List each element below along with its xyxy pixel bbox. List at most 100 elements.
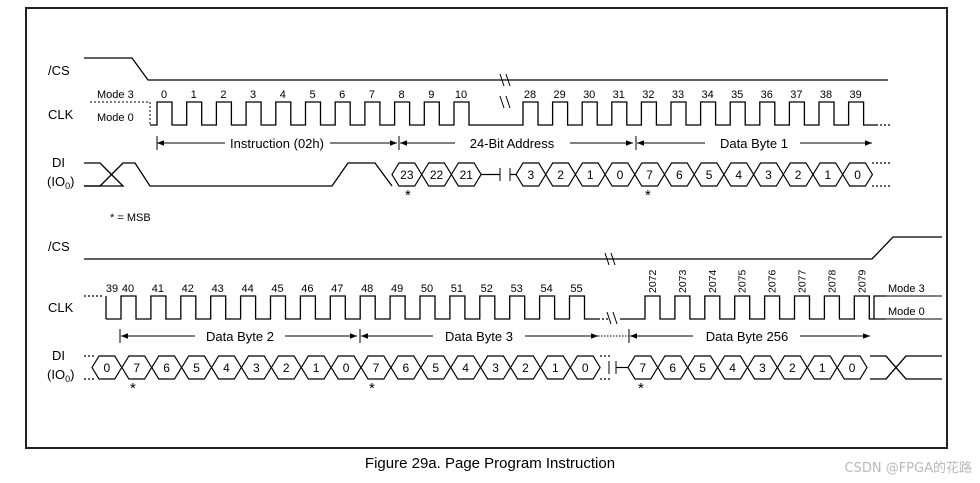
di-bottom-bit-value: 0 xyxy=(104,361,111,375)
clk-number: 31 xyxy=(613,89,625,101)
clk-number: 5 xyxy=(309,89,315,101)
span-label-data-byte-2: Data Byte 2 xyxy=(206,329,274,344)
clk-number: 2 xyxy=(220,89,226,101)
clk-number: 40 xyxy=(122,283,134,295)
msb-star-bottom-2: * xyxy=(369,380,375,397)
di-top-bit-value: 7 xyxy=(646,168,653,182)
clk-label-bottom: CLK xyxy=(48,300,74,315)
di-top-bit-value: 3 xyxy=(528,168,535,182)
di-bottom-bit-value: 2 xyxy=(789,361,796,375)
clk-number: 36 xyxy=(761,89,773,101)
clk-number: 8 xyxy=(399,89,405,101)
cs-waveform-top xyxy=(84,57,888,81)
span-data-byte-256: Data Byte 256 xyxy=(628,329,870,344)
span-label-data-byte-1: Data Byte 1 xyxy=(720,136,788,151)
di-top-bit-value: 5 xyxy=(706,168,713,182)
clk-label-top: CLK xyxy=(48,107,74,122)
span-data-byte-1: Data Byte 1 xyxy=(635,136,872,151)
di-bottom-bit-value: 3 xyxy=(759,361,766,375)
di-bottom-bit-value: 0 xyxy=(343,361,350,375)
clk-number: 6 xyxy=(339,89,345,101)
di-bottom-end xyxy=(870,355,942,380)
span-data-byte-2: Data Byte 2 xyxy=(119,329,357,344)
clk-number: 39 xyxy=(106,283,118,295)
clk-number: 1 xyxy=(191,89,197,101)
di-label-bottom: DI xyxy=(52,348,65,363)
di-bottom-bit-value: 6 xyxy=(403,361,410,375)
di-top-bit-value: 4 xyxy=(735,168,742,182)
di-bottom-bit-value: 3 xyxy=(492,361,499,375)
clk-number: 43 xyxy=(212,283,224,295)
di-top-bit-value: 3 xyxy=(765,168,772,182)
di-top-bit-value: 1 xyxy=(587,168,594,182)
di-top-bit-value: 1 xyxy=(825,168,832,182)
clk-number: 44 xyxy=(241,283,253,295)
di-top-bit-value: 0 xyxy=(854,168,861,182)
clk-number: 39 xyxy=(849,89,861,101)
di-bottom-bit-value: 4 xyxy=(462,361,469,375)
clk-number: 48 xyxy=(361,283,373,295)
clk-waveform-bottom xyxy=(84,295,942,325)
di-bottom-bit-value: 5 xyxy=(432,361,439,375)
msb-legend: * = MSB xyxy=(110,212,151,224)
clk-number: 29 xyxy=(553,89,565,101)
clk-number-rotated: 2072 xyxy=(647,269,659,293)
clk-number-rotated: 2078 xyxy=(826,269,838,293)
clk-number-rotated: 2076 xyxy=(767,269,779,293)
clk-number-rotated: 2074 xyxy=(707,269,719,293)
msb-star-bottom-3: * xyxy=(638,380,644,397)
cs-label-top: /CS xyxy=(48,63,70,78)
msb-star-bottom-1: * xyxy=(130,380,136,397)
mode3-dashed-top xyxy=(90,101,151,125)
diagram-frame xyxy=(25,7,948,449)
mode3-label-bottom: Mode 3 xyxy=(888,283,925,295)
clk-number: 7 xyxy=(369,89,375,101)
clk-number: 30 xyxy=(583,89,595,101)
di-top-bit-value: 2 xyxy=(795,168,802,182)
di-top-bit-value: 21 xyxy=(460,168,474,182)
mode3-label-top: Mode 3 xyxy=(97,89,134,101)
clk-number: 9 xyxy=(428,89,434,101)
msb-star-top-1: * xyxy=(405,187,411,204)
io-label-top: (IO0) xyxy=(47,174,74,191)
span-address: 24-Bit Address xyxy=(398,136,633,151)
io-label-bottom: (IO0) xyxy=(47,367,74,384)
di-waveform-top xyxy=(84,162,393,187)
span-label-data-byte-3: Data Byte 3 xyxy=(445,329,513,344)
clk-number: 41 xyxy=(152,283,164,295)
di-bottom-bit-value: 7 xyxy=(640,361,647,375)
di-bottom-bit-value: 1 xyxy=(313,361,320,375)
msb-star-top-2: * xyxy=(645,187,651,204)
clk-number: 55 xyxy=(570,283,582,295)
clk-number: 45 xyxy=(271,283,283,295)
di-top-bit-value: 6 xyxy=(676,168,683,182)
clk-number: 47 xyxy=(331,283,343,295)
cs-waveform-bottom xyxy=(84,236,942,260)
di-bottom-bit-cell xyxy=(836,355,868,380)
clk-number: 50 xyxy=(421,283,433,295)
di-bottom-bit-value: 0 xyxy=(849,361,856,375)
di-top-bit-value: 2 xyxy=(557,168,564,182)
di-label-top: DI xyxy=(52,155,65,170)
di-bottom-bit-value: 0 xyxy=(582,361,589,375)
di-bottom-bit-value: 6 xyxy=(669,361,676,375)
clk-number-rotated: 2077 xyxy=(797,269,809,293)
clk-number: 49 xyxy=(391,283,403,295)
clk-number: 32 xyxy=(642,89,654,101)
di-top-bit-value: 0 xyxy=(617,168,624,182)
clk-number: 52 xyxy=(481,283,493,295)
span-instruction: Instruction (02h) xyxy=(156,136,397,151)
di-bottom-bit-value: 5 xyxy=(699,361,706,375)
di-top-bit-cell xyxy=(841,162,874,187)
di-bottom-bit-cell xyxy=(569,355,601,380)
clk-waveform-top xyxy=(150,95,890,126)
span-label-data-byte-256: Data Byte 256 xyxy=(706,329,788,344)
watermark: CSDN @FPGA的花路 xyxy=(844,461,972,476)
mode0-label-bottom: Mode 0 xyxy=(888,306,925,318)
clk-number: 4 xyxy=(280,89,286,101)
di-top-bit-value: 22 xyxy=(430,168,444,182)
clk-number-rotated: 2075 xyxy=(737,269,749,293)
